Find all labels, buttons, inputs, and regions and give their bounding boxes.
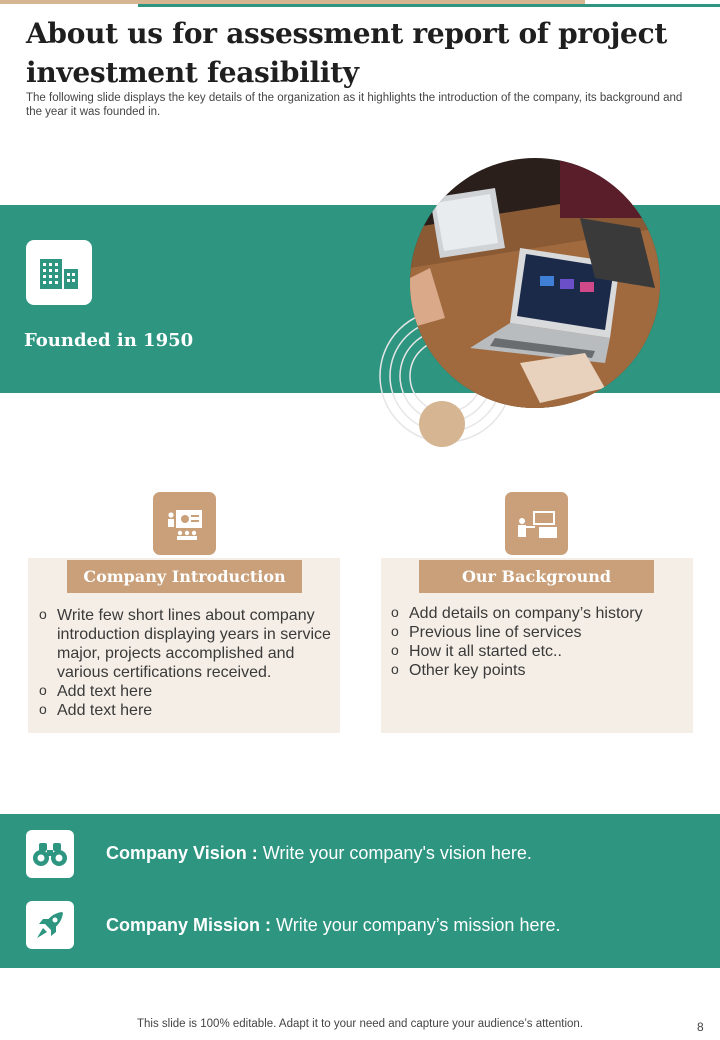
building-icon [40, 258, 78, 289]
footer-note: This slide is 100% editable. Adapt it to… [136, 1018, 584, 1030]
company-vision-label: Company Vision : [106, 843, 258, 863]
company-vision: Company Vision : Write your company's vi… [106, 843, 532, 864]
founded-icon-tile [26, 240, 92, 305]
list-item: Other key points [389, 660, 689, 680]
company-mission-label: Company Mission : [106, 915, 272, 935]
our-background-title: Our Background [419, 560, 654, 593]
list-item: Add text here [37, 681, 337, 701]
binoculars-icon [33, 843, 67, 866]
founded-text: Founded in 1950 [24, 330, 194, 351]
company-mission-text: Write your company’s mission here. [276, 915, 561, 935]
meeting-photo [410, 158, 660, 408]
company-vision-text: Write your company's vision here. [262, 843, 532, 863]
rocket-icon [37, 912, 63, 938]
page-subtitle: The following slide displays the key det… [26, 92, 683, 118]
company-introduction-title: Company Introduction [67, 560, 302, 593]
company-introduction-icon-tile [153, 492, 216, 555]
list-item: Write few short lines about company intr… [37, 605, 337, 682]
list-item: How it all started etc.. [389, 641, 689, 661]
list-item: Previous line of services [389, 622, 689, 642]
vision-mission-band [0, 814, 720, 968]
presentation-board-icon [167, 509, 202, 540]
list-item: Add details on company’s history [389, 603, 689, 623]
company-mission: Company Mission : Write your company’s m… [106, 915, 560, 936]
our-background-icon-tile [505, 492, 568, 555]
our-background-list: Add details on company’s history Previou… [389, 603, 689, 680]
presenter-screen-icon [517, 510, 557, 538]
top-accent-bar-tan [0, 0, 585, 4]
company-introduction-list: Write few short lines about company intr… [37, 605, 337, 720]
vision-icon-tile [26, 830, 74, 878]
decorative-tan-dot [419, 401, 465, 447]
list-item: Add text here [37, 700, 337, 720]
page-number: 8 [697, 1020, 704, 1034]
mission-icon-tile [26, 901, 74, 949]
page-title: About us for assessment report of projec… [26, 17, 667, 89]
meeting-laptop-photo [410, 158, 660, 408]
top-accent-bar-teal [138, 4, 720, 7]
